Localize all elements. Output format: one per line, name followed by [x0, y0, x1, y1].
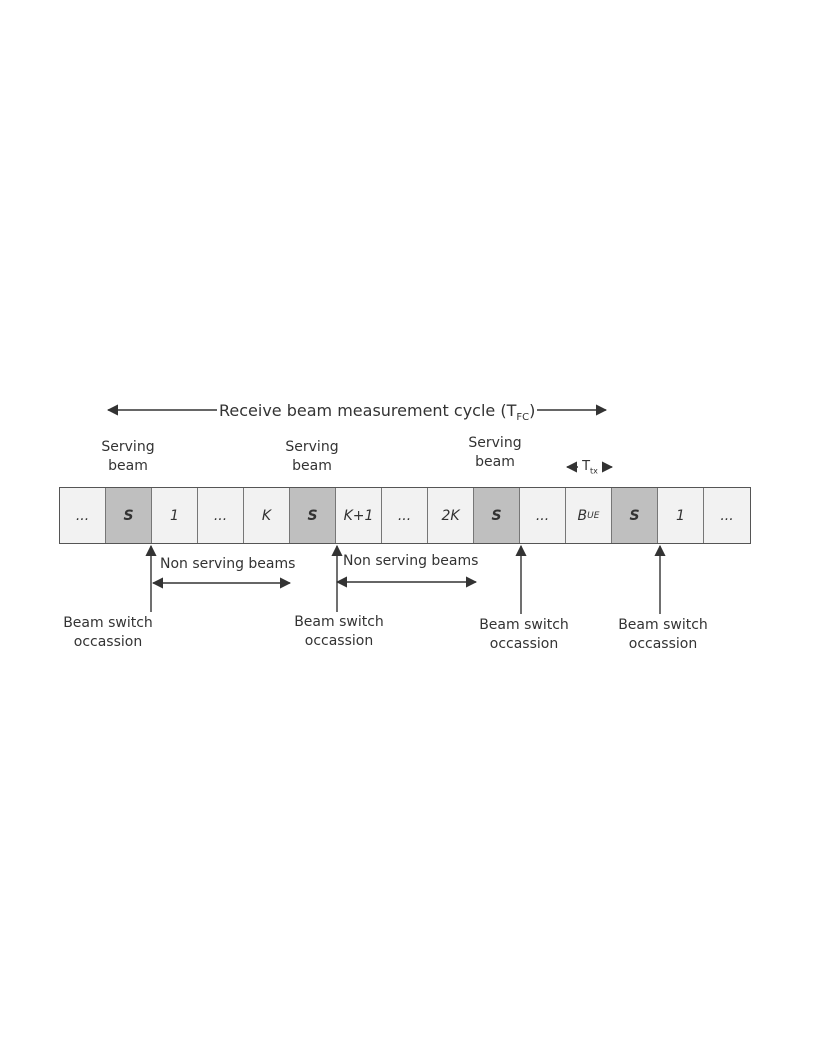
beam-slot: K+1 [336, 488, 382, 543]
cycle-label-close: ) [529, 401, 536, 420]
beam-slot-label: S [629, 507, 640, 524]
serving-label-line2: beam [292, 457, 332, 474]
beam-switch-line2: occassion [489, 635, 559, 652]
beam-slot-label: S [123, 507, 134, 524]
serving-label-line2: beam [475, 453, 515, 470]
beam-slot-label: S [491, 507, 502, 524]
cycle-label: Receive beam measurement cycle (TFC) [217, 400, 538, 425]
beam-slot-label: S [307, 507, 318, 524]
beam-slot-label: 1 [170, 507, 179, 524]
beam-slot-label: ... [75, 507, 90, 524]
ttx-label: Ttx [578, 458, 602, 478]
beam-slot-label-sub: UE [587, 510, 600, 521]
serving-label-line1: Serving [468, 435, 522, 451]
serving-beam-slot: S [290, 488, 336, 543]
beam-switch-label-2: Beam switch occassion [291, 613, 387, 651]
beam-slot: ... [60, 488, 106, 543]
beam-slot: ... [520, 488, 566, 543]
serving-beam-label-1: Serving beam [96, 438, 160, 476]
ttx-label-sub: tx [590, 466, 598, 476]
beam-switch-label-3: Beam switch occassion [476, 616, 572, 654]
beam-switch-line1: Beam switch [618, 617, 708, 633]
beam-switch-line2: occassion [73, 633, 143, 650]
beam-slot-label: 1 [676, 507, 685, 524]
beam-slot: 1 [152, 488, 198, 543]
serving-beam-label-3: Serving beam [463, 434, 527, 472]
beam-slot: ... [704, 488, 750, 543]
cycle-label-sub: FC [516, 412, 530, 424]
serving-beam-slot: S [474, 488, 520, 543]
non-serving-label-2: Non serving beams [343, 553, 479, 569]
beam-switch-label-4: Beam switch occassion [615, 616, 711, 654]
beam-slot: 2K [428, 488, 474, 543]
beam-slot: ... [198, 488, 244, 543]
beam-slot-label: ... [720, 507, 734, 524]
beam-switch-line1: Beam switch [294, 614, 384, 630]
serving-beam-slot: S [106, 488, 152, 543]
beam-switch-line1: Beam switch [479, 617, 569, 633]
beam-slot: ... [382, 488, 428, 543]
beam-slot-label: K [261, 507, 272, 524]
beam-slot-label: ... [397, 507, 412, 524]
beam-slot-label: ... [213, 507, 228, 524]
cycle-label-text: Receive beam measurement cycle (T [219, 401, 517, 420]
beam-switch-label-1: Beam switch occassion [60, 614, 156, 652]
beam-switch-line2: occassion [304, 632, 374, 649]
non-serving-label-1: Non serving beams [160, 556, 296, 572]
beam-slot: K [244, 488, 290, 543]
serving-beam-slot: S [612, 488, 658, 543]
serving-label-line2: beam [108, 457, 148, 474]
beam-switch-line2: occassion [628, 635, 698, 652]
beam-slot-label: ... [535, 507, 550, 524]
beam-slot-label: 2K [441, 507, 460, 524]
ttx-label-text: T [582, 459, 591, 474]
serving-label-line1: Serving [101, 439, 155, 455]
serving-label-line1: Serving [285, 439, 339, 455]
beam-slot-label: K+1 [343, 507, 374, 524]
beam-slot-label: B [577, 507, 588, 524]
serving-beam-label-2: Serving beam [280, 438, 344, 476]
beam-slot: 1 [658, 488, 704, 543]
beam-switch-line1: Beam switch [63, 615, 153, 631]
